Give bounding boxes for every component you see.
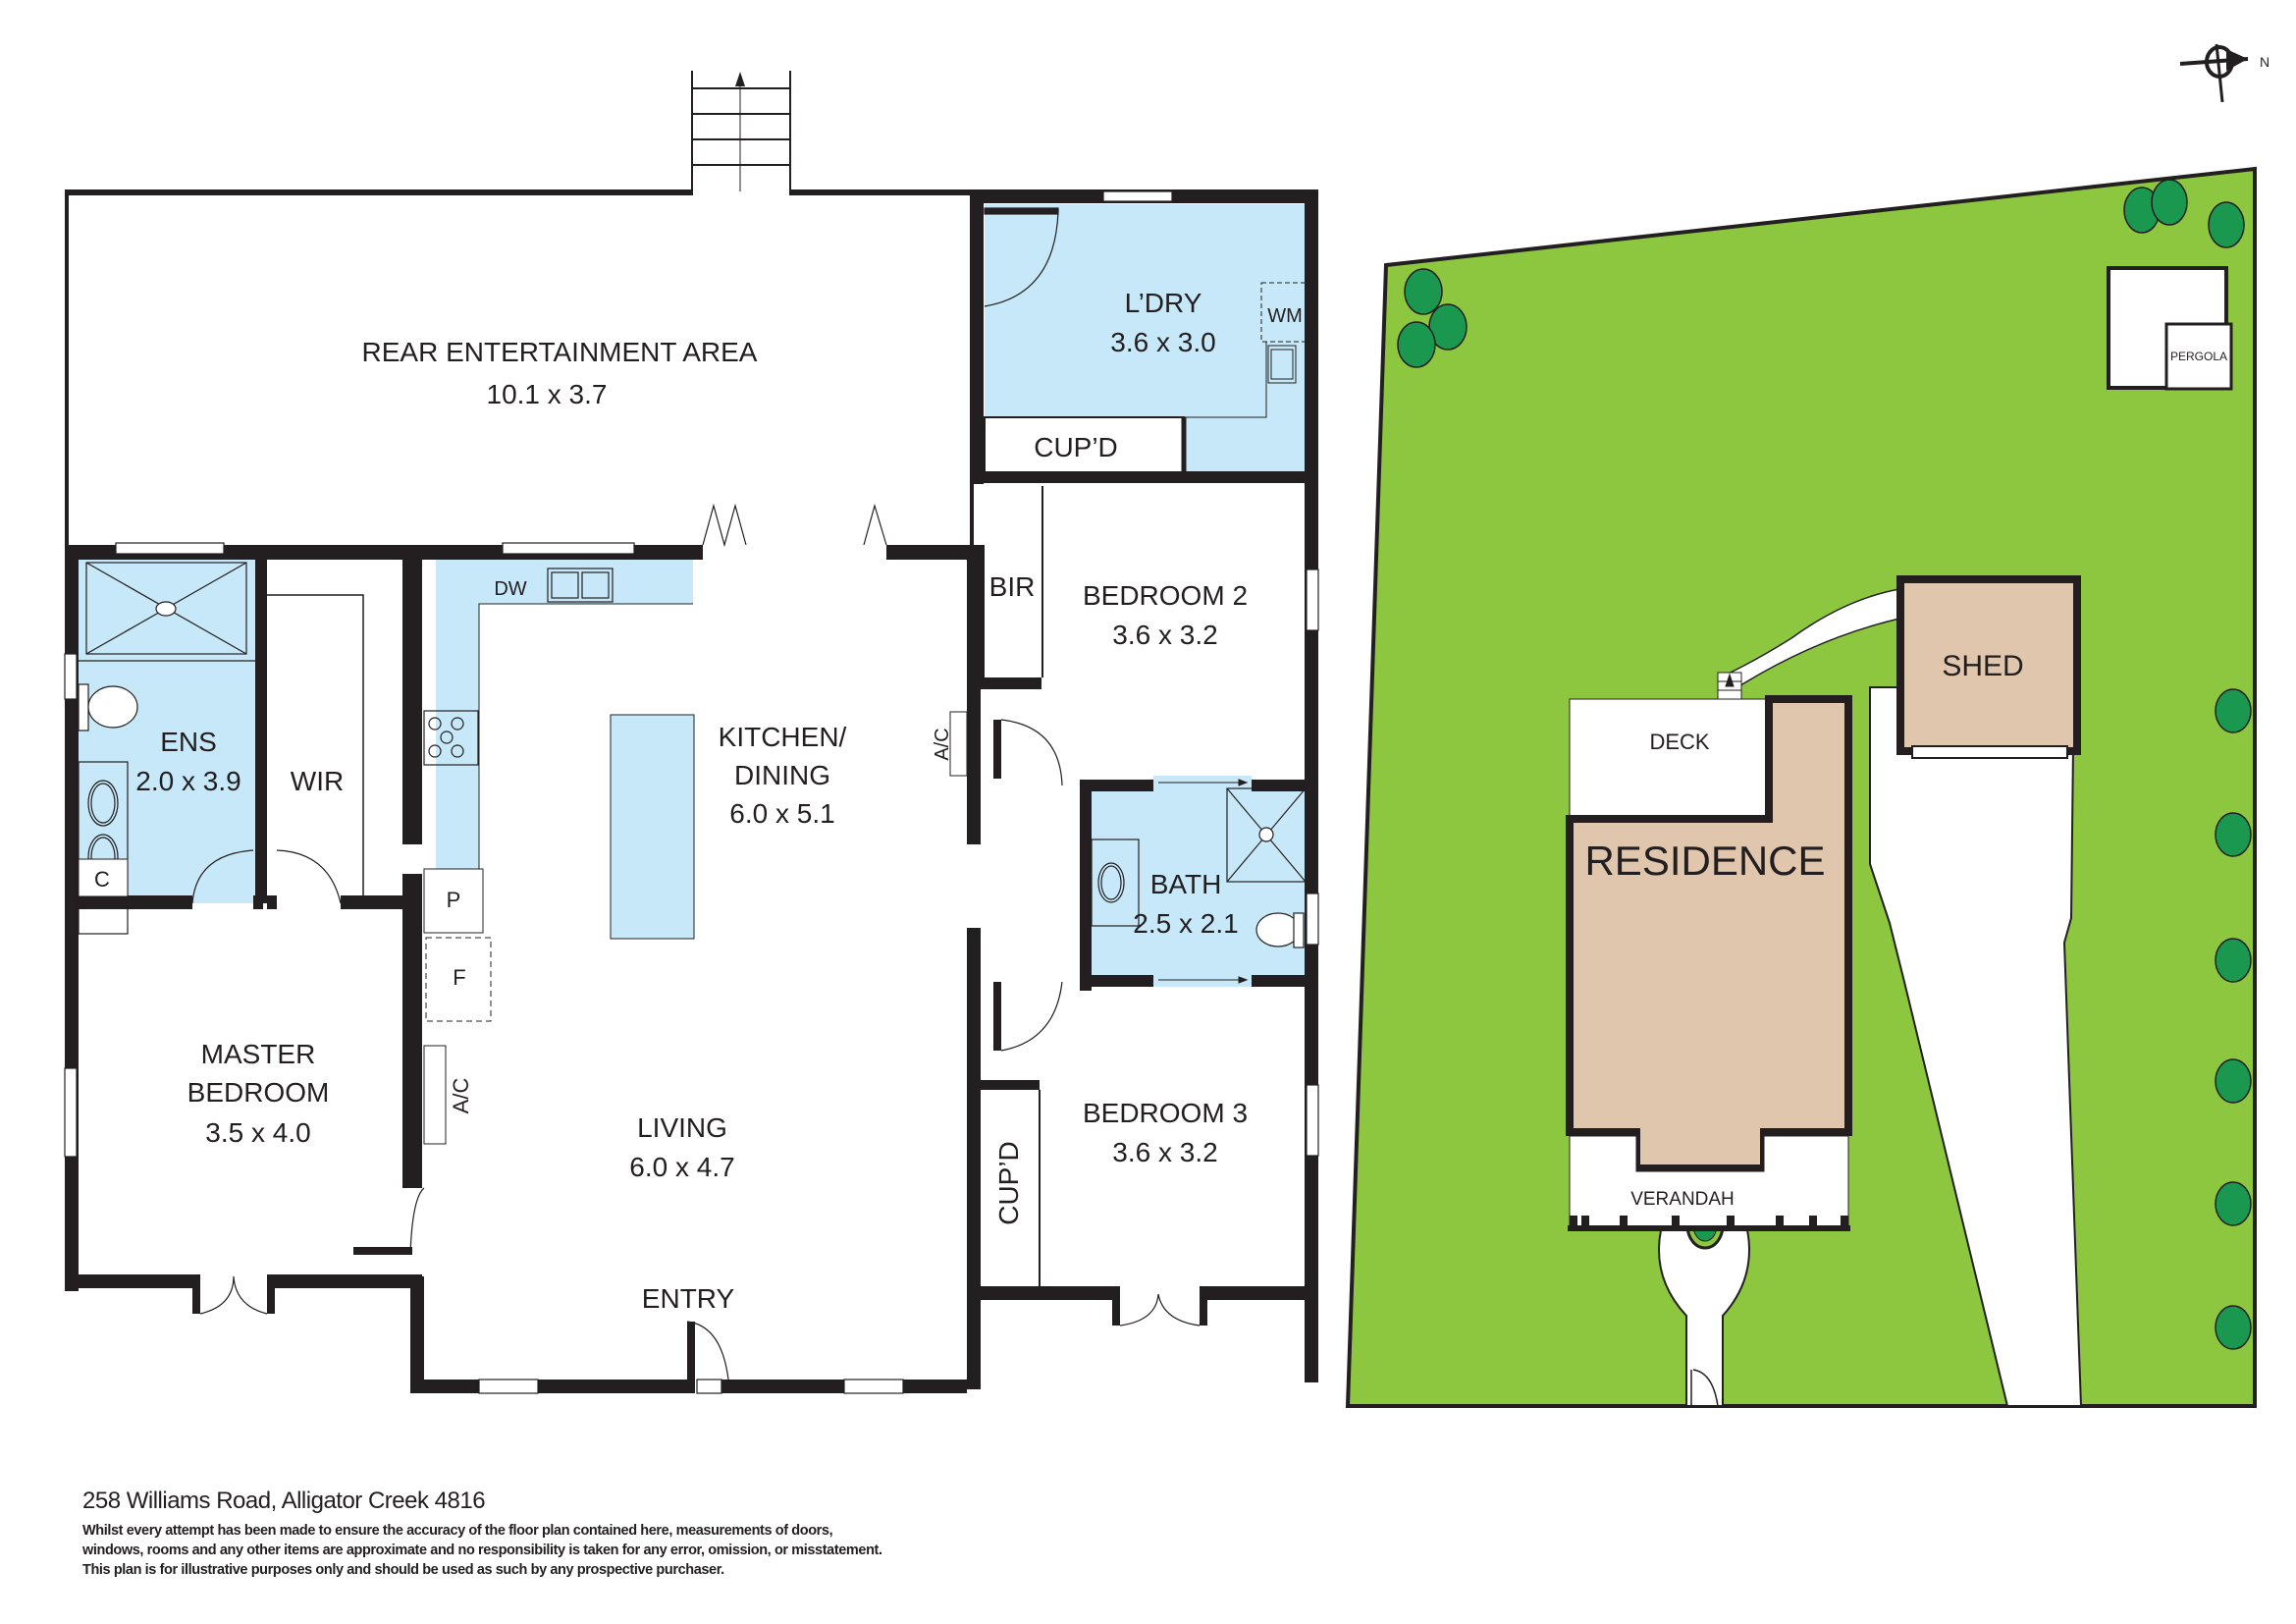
bath-door-top-fill [1153,776,1252,787]
bath-door-bottom-fill [1153,975,1252,987]
plan-footer: 258 Williams Road, Alligator Creek 4816 … [82,1488,882,1580]
pantry [423,868,484,934]
pergola [2164,322,2233,391]
fridge [425,937,492,1022]
laundry-name: L’DRY [1125,288,1202,318]
tree-icon [1404,268,1443,315]
master-name-2: BEDROOM [187,1077,330,1108]
ensuite-cupboard-label: C [94,867,110,892]
disclaimer-line-3: This plan is for illustrative purposes o… [82,1562,724,1578]
tree-icon [2215,1305,2252,1350]
bifold-door-icon-2 [863,503,887,546]
shed-door [1911,745,2068,759]
path-to-shed [1718,588,1900,688]
walls [65,189,1318,1393]
living-size: 6.0 x 4.7 [629,1152,734,1182]
residence-label: RESIDENCE [1584,838,1825,884]
wir-label: WIR [291,766,344,796]
laundry-cupboard-label: CUP’D [1034,432,1118,462]
bedroom2-size: 3.6 x 3.2 [1112,620,1217,650]
bedroom3-name: BEDROOM 3 [1083,1098,1248,1128]
shed-label: SHED [1942,650,2023,682]
tree-icon [1397,321,1436,368]
tree-icon [2215,1181,2252,1226]
bedroom3-size: 3.6 x 3.2 [1112,1137,1217,1167]
ac-unit-living [423,1045,447,1145]
master-name-1: MASTER [201,1039,316,1069]
site-plan: DECK RESIDENCE VERANDAH SHED PERGOLA N [1345,43,2269,1408]
site-labels: DECK RESIDENCE VERANDAH SHED PERGOLA [1584,350,2227,1210]
tree-icon [2208,201,2245,248]
deck-label: DECK [1649,730,1709,754]
ensuite-name: ENS [160,727,217,757]
bath-size: 2.5 x 2.1 [1133,908,1238,939]
kitchen-size: 6.0 x 5.1 [729,798,834,829]
tree-icon [2215,1058,2252,1104]
disclaimer-line-2: windows, rooms and any other items are a… [82,1543,882,1558]
property-address: 258 Williams Road, Alligator Creek 4816 [82,1488,486,1514]
floor-plan: REAR ENTERTAINMENT AREA 10.1 x 3.7 L’DRY… [64,71,1319,1394]
laundry-cupboard [984,416,1185,477]
tree-icon [2151,179,2188,226]
trees [1397,179,2252,1350]
rear-area-name: REAR ENTERTAINMENT AREA [362,337,758,367]
residence-building [1566,695,1852,1172]
deck [1569,698,1770,820]
fridge-label: F [453,965,465,990]
laundry-sink-icon [1267,345,1297,384]
ensuite-cupboard [78,858,129,897]
ensuite-shower-icon [79,562,255,662]
tree-icon [1428,303,1468,351]
rear-area-size: 10.1 x 3.7 [487,379,608,409]
washing-machine-label: WM [1267,305,1303,327]
kitchen-name-2: DINING [734,760,830,790]
bifold-door-icon [702,503,747,548]
compass-north-icon: N [2179,43,2269,103]
ac-unit-kitchen [949,711,968,777]
bath-name: BATH [1150,869,1222,899]
master-size: 3.5 x 4.0 [205,1117,310,1148]
pantry-label: P [447,888,461,912]
shed-building [1896,575,2081,755]
cooktop-icon [423,710,479,766]
bath-vanity [1091,839,1140,927]
disclaimer-line-1: Whilst every attempt has been made to en… [82,1523,833,1539]
door-swings [191,207,1201,1380]
ac-living-label: A/C [449,1078,473,1114]
tree-icon [2215,688,2252,733]
ensuite-toilet-icon [78,683,138,731]
room-labels: REAR ENTERTAINMENT AREA 10.1 x 3.7 L’DRY… [94,288,1303,1314]
bir-label: BIR [989,571,1036,602]
bedroom3-cupboard-label: CUP’D [993,1141,1024,1225]
stairs-up-arrow-icon [735,72,745,86]
kitchen-island [610,714,695,940]
kitchen-sink-icon [547,568,614,603]
windows [64,190,1319,1394]
sliding-door-arrows [1158,779,1249,984]
front-gate-icon [1690,1369,1719,1407]
tree-icon [2215,812,2252,857]
washing-machine [1260,282,1307,343]
verandah-posts [1570,1216,1848,1227]
ac-kitchen-label: A/C [932,728,953,760]
rear-stairs [691,71,791,191]
tree-icon [2215,938,2252,983]
ensuite-size: 2.0 x 3.9 [135,766,240,796]
pergola-label: PERGOLA [2170,350,2227,363]
kitchen-name-1: KITCHEN/ [719,722,847,752]
compass-north-label: N [2260,54,2269,70]
kitchen-bench-left [436,555,479,869]
living-name: LIVING [637,1112,727,1143]
dishwasher-label: DW [494,578,526,600]
laundry-size: 3.6 x 3.0 [1110,327,1215,357]
disclaimer-text: Whilst every attempt has been made to en… [82,1521,882,1580]
bedroom2-name: BEDROOM 2 [1083,580,1248,611]
verandah-label: VERANDAH [1630,1189,1735,1210]
bath-shower-icon [1226,787,1307,883]
entry-label: ENTRY [642,1283,735,1314]
bath-toilet-icon [1255,912,1305,948]
ensuite-vanity [78,761,129,935]
deck-steps [1717,672,1742,700]
